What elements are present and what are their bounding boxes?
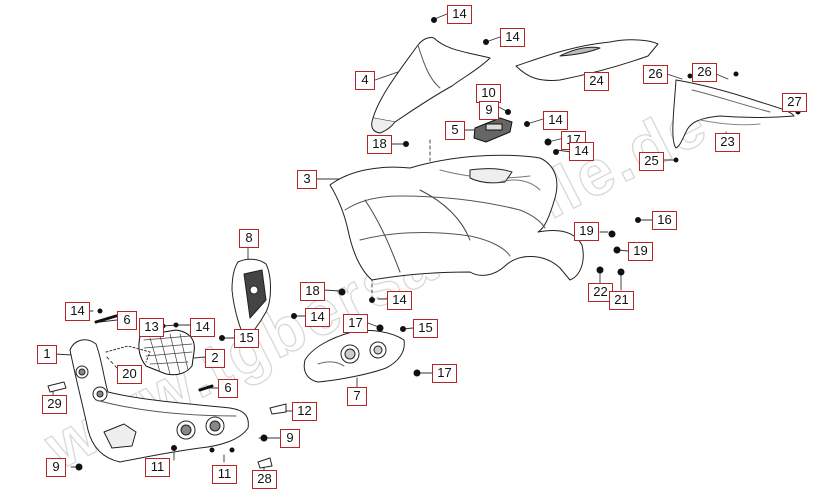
callout-11: 11: [212, 465, 237, 484]
callout-2: 2: [205, 349, 225, 368]
callout-18: 18: [300, 282, 325, 301]
callout-14: 14: [387, 291, 412, 310]
callout-23: 23: [715, 133, 740, 152]
part-23-side-panel: [672, 79, 795, 149]
callout-13: 13: [139, 318, 164, 337]
part-4-upper-cowl: [371, 37, 491, 134]
callout-29: 29: [42, 395, 67, 414]
callout-14: 14: [65, 302, 90, 321]
small-parts: [47, 314, 287, 469]
part-7-headlight-cover: [303, 329, 405, 383]
callout-14: 14: [500, 28, 525, 47]
part-5-bracket: [473, 117, 513, 143]
part-24-rear-cover: [515, 39, 659, 81]
callout-22: 22: [588, 283, 613, 302]
callout-6: 6: [117, 311, 137, 330]
callout-12: 12: [292, 402, 317, 421]
callout-15: 15: [234, 329, 259, 348]
callout-11: 11: [145, 458, 170, 477]
callout-17: 17: [343, 314, 368, 333]
callout-4: 4: [355, 71, 375, 90]
callout-14: 14: [305, 308, 330, 327]
callout-26: 26: [692, 63, 717, 82]
callout-9: 9: [280, 429, 300, 448]
callout-3: 3: [297, 170, 317, 189]
callout-19: 19: [574, 222, 599, 241]
callout-20: 20: [117, 365, 142, 384]
callout-5: 5: [445, 121, 465, 140]
callout-28: 28: [252, 470, 277, 489]
callout-1: 1: [37, 345, 57, 364]
part-2-clip: [105, 345, 151, 363]
fasteners: [75, 17, 801, 471]
part-1-front-bumper: [69, 339, 249, 463]
callout-24: 24: [584, 72, 609, 91]
callout-14: 14: [447, 5, 472, 24]
callout-14: 14: [543, 111, 568, 130]
callout-17: 17: [432, 364, 457, 383]
callout-9: 9: [46, 458, 66, 477]
callout-14: 14: [190, 318, 215, 337]
callout-18: 18: [367, 135, 392, 154]
callout-27: 27: [782, 93, 807, 112]
callout-16: 16: [652, 211, 677, 230]
callout-26: 26: [643, 65, 668, 84]
callout-7: 7: [347, 387, 367, 406]
callout-19: 19: [628, 242, 653, 261]
part-8-side-bracket: [231, 258, 271, 341]
callout-8: 8: [239, 229, 259, 248]
callout-9: 9: [479, 101, 499, 120]
part-13-grille: [138, 329, 195, 376]
callout-14: 14: [569, 142, 594, 161]
callout-6: 6: [218, 379, 238, 398]
callout-15: 15: [413, 319, 438, 338]
callout-21: 21: [609, 291, 634, 310]
part-3-front-fender: [329, 154, 584, 281]
callout-25: 25: [639, 152, 664, 171]
